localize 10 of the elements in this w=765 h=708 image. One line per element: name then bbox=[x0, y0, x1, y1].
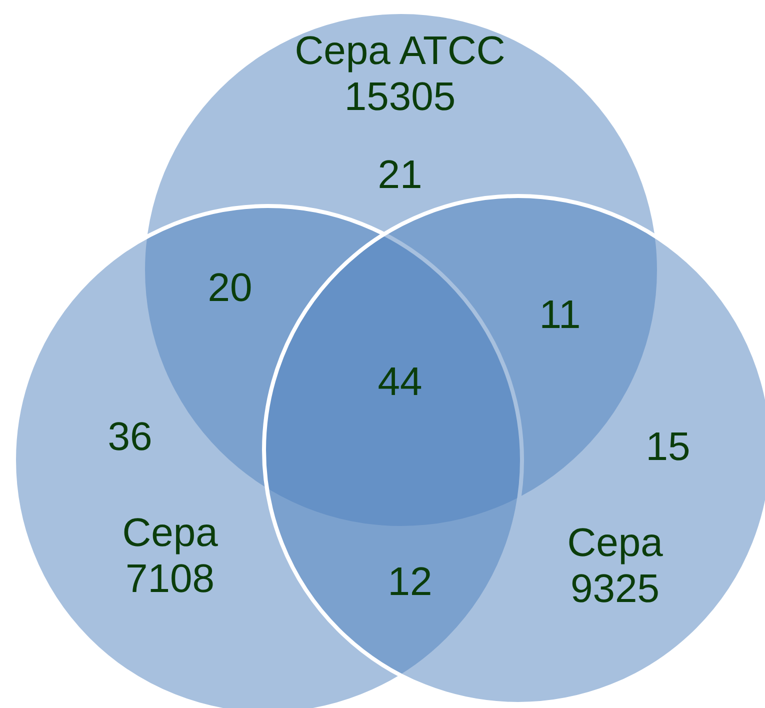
count-label: 36 bbox=[108, 414, 152, 460]
count-label: 11 bbox=[539, 292, 581, 338]
count-label: 21 bbox=[378, 152, 422, 198]
count-label: 15 bbox=[646, 424, 690, 470]
count-label: 12 bbox=[388, 559, 432, 605]
set-label: Cepa 9325 bbox=[566, 520, 664, 612]
set-label: Cepa ATCC 15305 bbox=[294, 28, 506, 120]
count-label: 44 bbox=[378, 359, 422, 405]
set-label: Cepa 7108 bbox=[121, 510, 219, 602]
count-label: 20 bbox=[208, 265, 252, 311]
